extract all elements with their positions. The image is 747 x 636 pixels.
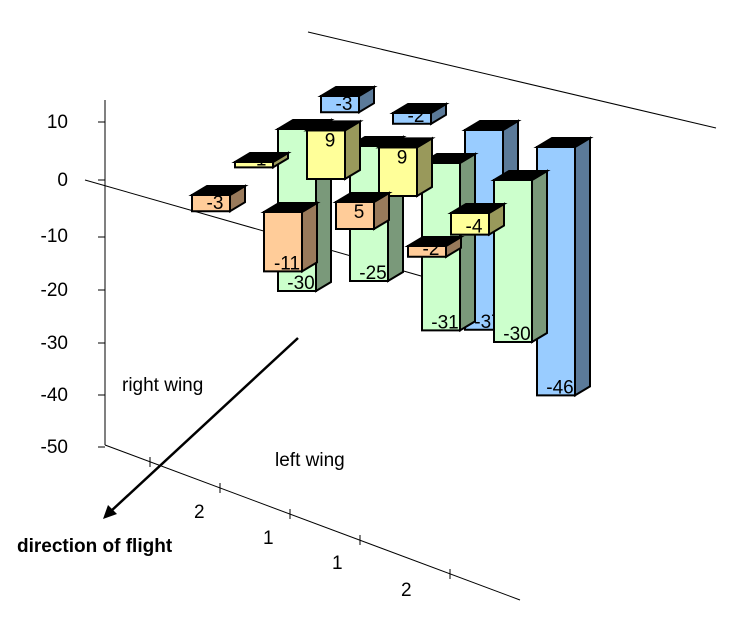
- data-label: -11: [274, 253, 300, 274]
- data-label: -1: [250, 149, 267, 170]
- data-label: -25: [359, 263, 386, 284]
- direction-of-flight-label: direction of flight: [17, 536, 173, 557]
- bar: 9: [375, 136, 436, 198]
- bar: -4: [447, 202, 508, 238]
- floor-front-line: [104, 444, 521, 601]
- data-label: -2: [408, 106, 425, 127]
- data-label: -30: [287, 273, 314, 294]
- bar-top: [533, 137, 594, 148]
- bar-top: [461, 120, 522, 131]
- y-tick-label: -20: [40, 280, 68, 301]
- bar-side: [531, 169, 548, 344]
- bar-top: [317, 86, 378, 97]
- y-tick-label: -40: [40, 385, 68, 406]
- x-tick-label: 1: [332, 553, 343, 574]
- y-tick-label: -10: [40, 226, 68, 247]
- direction-arrow: [109, 337, 299, 513]
- bar-top: [231, 152, 292, 163]
- x-tick-label: 2: [401, 580, 412, 601]
- bar-side: [459, 152, 476, 333]
- bar: -3: [317, 85, 378, 115]
- bar: -30: [490, 169, 551, 345]
- data-label: 9: [397, 147, 408, 168]
- bar-top: [447, 203, 508, 214]
- left-wing-label: left wing: [275, 450, 345, 471]
- bar-top: [260, 202, 321, 213]
- data-label: 9: [325, 130, 336, 151]
- bar: -2: [389, 102, 450, 127]
- bar-side: [574, 136, 591, 398]
- bar-top: [188, 185, 249, 196]
- y-tick-label: 10: [46, 112, 68, 133]
- bar: 9: [303, 119, 364, 181]
- data-label: 5: [354, 202, 365, 223]
- bar-top: [404, 236, 465, 247]
- x-tick-label: 1: [263, 528, 274, 549]
- right-wing-label: right wing: [122, 375, 204, 396]
- arrow-head-icon: [103, 505, 117, 519]
- data-label: -30: [503, 324, 530, 345]
- bar-top: [389, 103, 450, 114]
- data-label: -3: [336, 94, 353, 115]
- bar-side: [301, 201, 318, 274]
- data-label: -31: [431, 312, 458, 333]
- data-label: -2: [423, 239, 440, 260]
- back-wall-line: [307, 31, 717, 129]
- data-label: -46: [546, 377, 573, 398]
- x-tick-label: 2: [194, 502, 205, 523]
- y-tick-label: -30: [40, 333, 68, 354]
- data-label: -3: [207, 193, 224, 214]
- bar: -11: [260, 201, 321, 274]
- bar-top: [375, 137, 436, 149]
- bar-top: [303, 120, 364, 132]
- bar-top: [490, 170, 551, 181]
- bar: -1: [231, 149, 292, 170]
- bar: -3: [188, 184, 249, 214]
- bar: -2: [404, 235, 465, 260]
- data-label: -4: [466, 217, 483, 238]
- y-tick-label: 0: [57, 170, 68, 191]
- y-tick-label: -50: [40, 437, 68, 458]
- bar-top: [332, 192, 393, 203]
- bar: 5: [332, 191, 393, 231]
